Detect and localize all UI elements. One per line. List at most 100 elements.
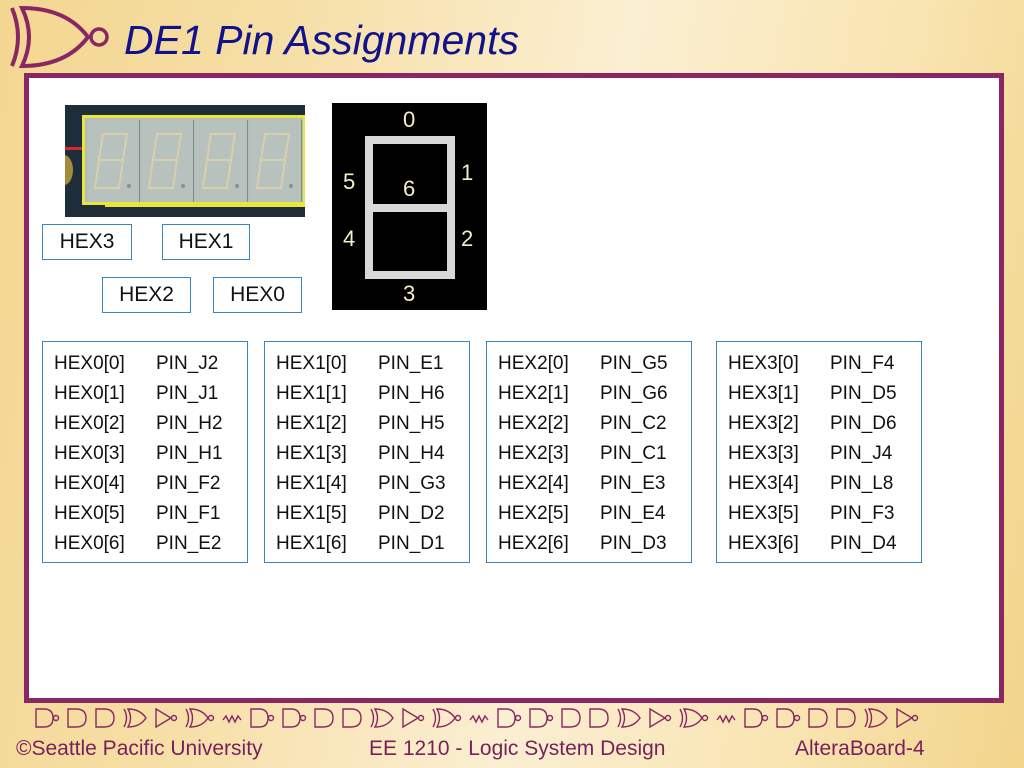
hex0-label: HEX0 — [213, 277, 302, 313]
pin-row: HEX1[0]PIN_E1 — [276, 349, 469, 379]
pin-row: HEX0[2] PIN_H2 — [54, 409, 247, 439]
not-gate-icon — [649, 707, 672, 729]
nand-gate-icon — [282, 708, 307, 728]
xor-gate-icon — [123, 708, 147, 728]
signal-name: HEX1[6] — [276, 533, 347, 554]
pin-name: PIN_F1 — [156, 503, 221, 524]
signal-name: HEX2[1] — [498, 383, 569, 404]
footer-slide-id: AlteraBoard-4 — [795, 737, 925, 760]
photo-digit — [195, 120, 248, 202]
pin-row: HEX2[0]PIN_G5 — [498, 349, 691, 379]
signal-name: HEX1[4] — [276, 473, 347, 494]
segment-label-3: 3 — [403, 281, 415, 306]
pin-name: PIN_D4 — [830, 533, 897, 554]
pin-name: PIN_J4 — [830, 443, 893, 464]
hex2-label: HEX2 — [102, 277, 191, 313]
segment-label-4: 4 — [343, 226, 355, 251]
pin-name: PIN_G3 — [378, 473, 446, 494]
pin-row: HEX1[3]PIN_H4 — [276, 439, 469, 469]
pin-name: PIN_D1 — [378, 533, 445, 554]
pin-name: PIN_J2 — [156, 353, 219, 374]
pin-row: HEX0[0] PIN_J2 — [54, 349, 247, 379]
signal-name: HEX0[6] — [54, 533, 125, 554]
segment-label-1: 1 — [461, 160, 473, 185]
signal-name: HEX3[5] — [728, 503, 799, 524]
segment-4 — [365, 207, 373, 279]
pin-row: HEX3[0]PIN_F4 — [728, 349, 921, 379]
pin-name: PIN_L8 — [830, 473, 894, 494]
xnor-gate-icon — [679, 708, 709, 728]
signal-name: HEX0[4] — [54, 473, 125, 494]
and-gate-icon — [589, 708, 609, 728]
pin-row: HEX2[5]PIN_E4 — [498, 499, 691, 529]
nand-gate-icon — [35, 708, 60, 728]
pin-name: PIN_G6 — [600, 383, 668, 404]
signal-name: HEX1[2] — [276, 413, 347, 434]
resistor-gate-icon — [222, 714, 242, 724]
pin-name: PIN_D3 — [600, 533, 667, 554]
pin-row: HEX0[6] PIN_E2 — [54, 529, 247, 559]
pin-name: PIN_H2 — [156, 413, 223, 434]
pin-row: HEX0[1] PIN_J1 — [54, 379, 247, 409]
photo-digit — [249, 120, 302, 202]
and-gate-icon — [561, 708, 581, 728]
signal-name: HEX0[0] — [54, 353, 125, 374]
pin-row: HEX2[3]PIN_C1 — [498, 439, 691, 469]
xor-gate-icon — [617, 708, 641, 728]
signal-name: HEX3[4] — [728, 473, 799, 494]
logic-gate-strip — [35, 707, 919, 729]
segment-label-2: 2 — [461, 226, 473, 251]
pin-row: HEX2[6]PIN_D3 — [498, 529, 691, 559]
pin-row: HEX1[6] PIN_D1 — [276, 529, 469, 559]
not-gate-icon — [402, 707, 425, 729]
segment-label-0: 0 — [403, 107, 415, 132]
pin-row: HEX3[1]PIN_D5 — [728, 379, 921, 409]
hex1-label: HEX1 — [162, 224, 250, 260]
xor-gate-icon — [864, 708, 888, 728]
pin-table-hex0: HEX0[0] PIN_J2 HEX0[1] PIN_J1 HEX0[2] PIN_H… — [42, 341, 248, 563]
segment-2 — [447, 207, 455, 279]
signal-name: HEX3[3] — [728, 443, 799, 464]
pin-name: PIN_E2 — [156, 533, 222, 554]
signal-name: HEX3[2] — [728, 413, 799, 434]
pin-name: PIN_H5 — [378, 413, 445, 434]
and-gate-icon — [808, 708, 828, 728]
signal-name: HEX2[4] — [498, 473, 569, 494]
xnor-gate-icon — [432, 708, 462, 728]
signal-name: HEX2[3] — [498, 443, 569, 464]
segment-label-5: 5 — [343, 169, 355, 194]
xnor-gate-logo-icon — [10, 5, 109, 69]
signal-name: HEX0[3] — [54, 443, 125, 464]
pin-table-hex3: HEX3[0]PIN_F4 HEX3[1]PIN_D5 HEX3[2] PIN_D… — [716, 341, 922, 563]
and-gate-icon — [836, 708, 856, 728]
pin-table-hex2: HEX2[0]PIN_G5 HEX2[1] PIN_G6 HEX2[2]PIN_C… — [486, 341, 692, 563]
not-gate-icon — [155, 707, 178, 729]
pin-table-hex1: HEX1[0]PIN_E1 HEX1[1]PIN_H6 HEX1[2]PIN_H… — [264, 341, 470, 563]
nand-gate-icon — [529, 708, 554, 728]
xor-gate-icon — [370, 708, 394, 728]
pin-row: HEX0[3] PIN_H1 — [54, 439, 247, 469]
signal-name: HEX1[1] — [276, 383, 347, 404]
pin-row: HEX3[3] PIN_J4 — [728, 439, 921, 469]
pin-name: PIN_D2 — [378, 503, 445, 524]
nand-gate-icon — [776, 708, 801, 728]
pin-name: PIN_J1 — [156, 383, 219, 404]
pin-row: HEX2[2]PIN_C2 — [498, 409, 691, 439]
signal-name: HEX2[2] — [498, 413, 569, 434]
resistor-gate-icon — [469, 714, 489, 724]
board-knob — [65, 155, 73, 185]
page-title: DE1 Pin Assignments — [124, 17, 519, 63]
pin-name: PIN_H1 — [156, 443, 223, 464]
pin-name: PIN_E1 — [378, 353, 444, 374]
xnor-gate-icon — [185, 708, 215, 728]
signal-name: HEX0[1] — [54, 383, 125, 404]
photo-digit — [141, 120, 194, 202]
slide-content: HEX3 HEX1 HEX2 HEX0 0 1 2 3 4 5 6 HEX0[0… — [24, 73, 1004, 703]
signal-name: HEX0[5] — [54, 503, 125, 524]
not-gate-icon — [896, 707, 919, 729]
segment-6 — [365, 204, 455, 212]
signal-name: HEX0[2] — [54, 413, 125, 434]
signal-name: HEX3[6] — [728, 533, 799, 554]
signal-name: HEX1[3] — [276, 443, 347, 464]
pin-name: PIN_F4 — [830, 353, 895, 374]
